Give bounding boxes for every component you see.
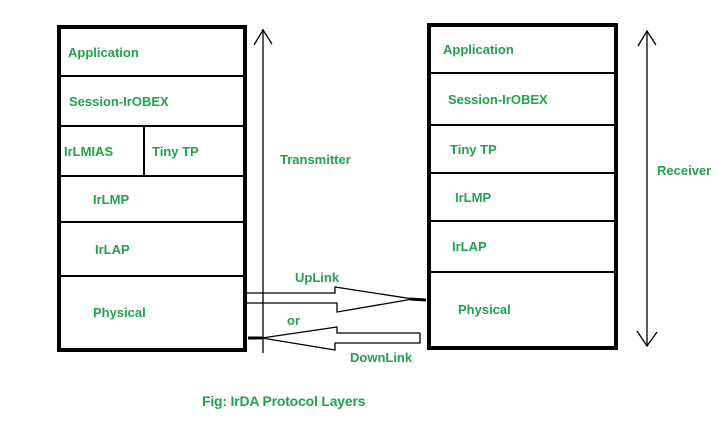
layer-tinytp-right: Tiny TP: [431, 126, 614, 174]
receiver-stack: Application Session-IrOBEX Tiny TP IrLMP…: [427, 23, 618, 350]
layer-tinytp-left: Tiny TP: [145, 127, 243, 175]
layer-label: Session-IrOBEX: [69, 93, 169, 109]
downlink-arrow: [248, 326, 421, 351]
uplink-label: UpLink: [295, 270, 340, 285]
layer-session-irobex-left: Session-IrOBEX: [61, 77, 243, 127]
layer-physical-right: Physical: [431, 273, 614, 346]
layer-irlmias: IrLMIAS: [61, 127, 145, 175]
layer-label: IrLMIAS: [64, 143, 114, 159]
layer-label: Tiny TP: [152, 143, 199, 159]
layer-label: Tiny TP: [450, 141, 497, 157]
uplink-arrow: [247, 286, 427, 313]
layer-session-irobex-right: Session-IrOBEX: [431, 74, 614, 126]
layer-irlmias-tinytp: IrLMIAS Tiny TP: [61, 127, 243, 177]
layer-label: Physical: [458, 302, 511, 317]
layer-application-right: Application: [431, 27, 614, 74]
layer-irlap-right: IrLAP: [431, 222, 614, 273]
receiver-arrow: [636, 29, 658, 348]
transmitter-label: Transmitter: [280, 152, 351, 167]
layer-application-left: Application: [61, 29, 243, 77]
layer-label: Application: [443, 42, 514, 57]
figure-caption: Fig: IrDA Protocol Layers: [202, 393, 366, 409]
receiver-label: Receiver: [657, 163, 712, 178]
layer-irlap-left: IrLAP: [61, 223, 243, 277]
layer-label: IrLAP: [95, 241, 130, 257]
layer-label: IrLMP: [93, 191, 130, 207]
transmitter-arrow: [253, 28, 273, 353]
layer-physical-left: Physical: [61, 277, 243, 348]
layer-label: IrLMP: [455, 189, 492, 205]
or-label: or: [287, 313, 300, 328]
downlink-label: DownLink: [350, 350, 413, 365]
layer-label: Application: [68, 44, 139, 60]
transmitter-stack: Application Session-IrOBEX IrLMIAS Tiny …: [57, 25, 247, 352]
layer-label: Physical: [93, 305, 146, 320]
layer-label: Session-IrOBEX: [448, 91, 548, 107]
layer-irlmp-right: IrLMP: [431, 174, 614, 222]
layer-label: IrLAP: [452, 239, 487, 254]
layer-irlmp-left: IrLMP: [61, 177, 243, 223]
